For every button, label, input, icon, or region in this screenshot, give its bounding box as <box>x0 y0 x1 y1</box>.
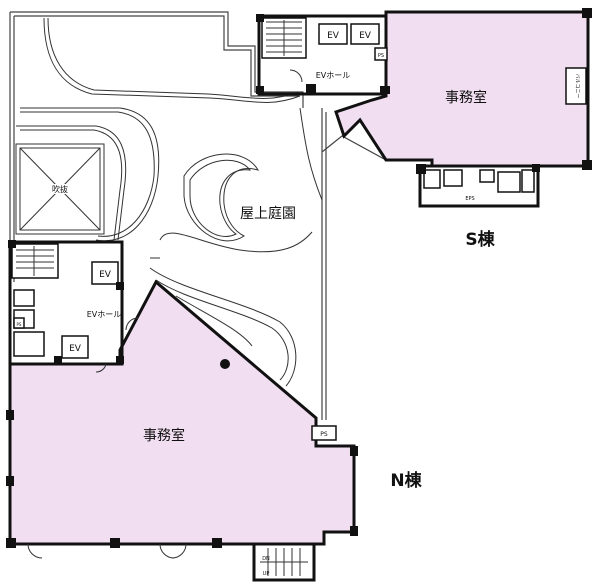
n-ev-hall-label: EVホール <box>87 310 122 319</box>
office-n-area <box>8 279 356 546</box>
s-building-label: S棟 <box>465 229 495 250</box>
office-n-label: 事務室 <box>143 427 185 444</box>
s-service-core <box>418 164 540 208</box>
n-ev-2-label: EV <box>69 344 82 354</box>
atrium-label: 吹抜 <box>52 184 68 194</box>
n-ps-label: PS <box>320 431 328 438</box>
atrium: 吹抜 <box>15 143 105 235</box>
s-ps-box <box>374 47 388 61</box>
n-building: EV EV EVホール PS PS <box>6 240 358 582</box>
s-ps-label: PS <box>378 53 384 59</box>
n-ps-small-label: PS <box>17 322 22 327</box>
n-ev-1 <box>91 261 119 285</box>
stair-dn-label: DN <box>262 556 270 562</box>
s-ev-2 <box>350 23 380 45</box>
office-s-area <box>334 10 590 168</box>
office-s-label: 事務室 <box>445 89 487 106</box>
n-bottom-stair <box>252 542 316 582</box>
n-ev-1-label: EV <box>99 270 112 280</box>
s-eps-label: EPS <box>465 196 474 202</box>
n-ev-2 <box>61 335 89 359</box>
s-ev-1 <box>318 23 348 45</box>
stair-up-label: UP <box>263 571 270 577</box>
s-ev-2-label: EV <box>359 31 372 41</box>
garden-paths <box>16 17 323 387</box>
n-core <box>8 240 124 366</box>
s-ev-1-label: EV <box>327 31 340 41</box>
s-building: EV EV PS EVホール EPS バルコニー 事務室 <box>256 8 592 208</box>
n-building-label: N棟 <box>390 470 422 491</box>
n-stair <box>11 243 59 279</box>
s-ev-hall-label: EVホール <box>316 71 351 80</box>
roof-garden-perimeter <box>9 11 387 420</box>
roof-garden-label: 屋上庭園 <box>240 205 296 222</box>
s-balcony-label: バルコニー <box>574 74 580 99</box>
column-dot <box>220 359 230 369</box>
